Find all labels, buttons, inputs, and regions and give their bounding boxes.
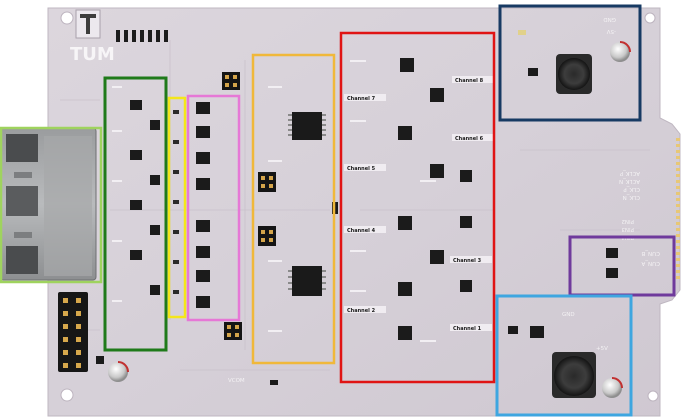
top-resistor-array xyxy=(116,30,168,42)
clk-p-label: CLK_P xyxy=(623,186,640,192)
channel-label-8: Channel 8 xyxy=(455,78,484,84)
channel-label-6: Channel 6 xyxy=(455,136,484,142)
light-green-box xyxy=(0,126,103,284)
channel-label-3: Channel 3 xyxy=(453,258,482,264)
ic-chips-left xyxy=(130,100,160,295)
power-section-bottom: GND +5V xyxy=(508,312,623,398)
orange-box xyxy=(251,53,336,365)
logo-text: TUM xyxy=(70,44,115,65)
tssop-chips xyxy=(288,112,326,296)
red-box xyxy=(339,31,496,384)
vcom-component xyxy=(270,380,278,385)
gnd-label-bottom: GND xyxy=(562,312,575,318)
mounting-holes xyxy=(60,11,659,402)
bottom-left-capacitor xyxy=(96,356,129,382)
power-section-top: GND -5V xyxy=(518,16,631,94)
yellow-box xyxy=(167,96,187,319)
pink-box xyxy=(186,94,241,322)
board-logo: TUM xyxy=(70,9,115,65)
aclk-p-label: ACLK_P xyxy=(619,170,640,176)
aclk-n-label: ACLK_N xyxy=(619,178,640,184)
pin3-label: PIN3 xyxy=(621,226,634,232)
plus5-label: +5V xyxy=(596,346,608,352)
jumper-headers xyxy=(222,72,276,340)
pin2-label: PIN2 xyxy=(621,218,634,224)
yellow-column-parts xyxy=(173,110,179,294)
clock-labels: CLK_N CLK_P ACLK_N ACLK_P xyxy=(619,170,640,200)
channel-ics xyxy=(398,58,472,340)
channel-label-5: Channel 5 xyxy=(347,166,376,172)
vcom-label: VCOM xyxy=(228,378,245,384)
cun-b-label: CUN_B xyxy=(641,250,660,256)
ic-chips-pink xyxy=(196,102,210,308)
dark-green-box xyxy=(103,76,168,352)
highlight-boxes xyxy=(0,4,676,417)
cun-components: CUN_B CUN_A xyxy=(606,248,660,278)
channel-label-1: Channel 1 xyxy=(453,326,482,332)
edge-connector xyxy=(676,138,680,279)
navy-box xyxy=(498,4,642,122)
channel-label-4: Channel 4 xyxy=(347,228,376,234)
channel-labels: Channel 8 Channel 7 Channel 6 Channel 5 … xyxy=(344,76,494,332)
rj45-connector xyxy=(0,127,97,281)
channel-label-2: Channel 2 xyxy=(347,308,376,314)
cun-a-label: CUN_A xyxy=(641,260,660,266)
silkscreen-marks xyxy=(112,60,436,342)
gnd-label: GND xyxy=(603,16,616,22)
clk-n-label: CLK_N xyxy=(623,194,640,200)
light-blue-box xyxy=(495,294,633,417)
minus5-label: -5V xyxy=(607,28,616,34)
channel-label-7: Channel 7 xyxy=(347,96,376,102)
pin-header xyxy=(58,292,88,372)
